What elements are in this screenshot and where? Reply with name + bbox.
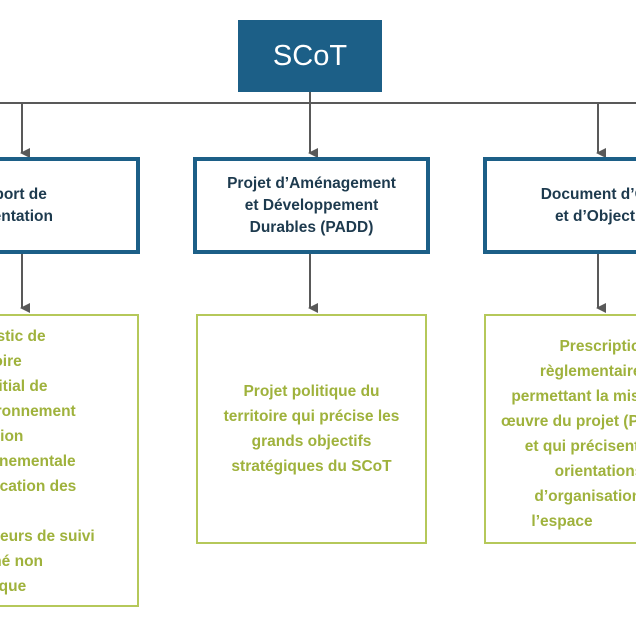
- rapport-detail-line-9: Indicateurs de suivi: [0, 528, 95, 545]
- rapport-detail-line-4: l’environnement: [0, 403, 76, 420]
- padd-detail-line-3: grands objectifs: [251, 433, 372, 450]
- padd-title-line-2: et Développement: [244, 196, 379, 214]
- padd-title-line-3: Durables (PADD): [249, 218, 374, 236]
- padd-detail-line-2: territoire qui précise les: [223, 408, 400, 425]
- doo-detail-line-7: d’organisation de: [534, 488, 636, 505]
- doo-title-line-2: et d’Objectifs (DOO): [554, 208, 636, 225]
- rapport-detail-line-1: Diagnostic de: [0, 328, 46, 345]
- rapport-detail-line-6: environnementale: [0, 453, 76, 470]
- doo-box: Document d’Orientation et d’Objectifs (D…: [483, 157, 636, 254]
- rapport-title-line-2: Présentation: [0, 208, 53, 225]
- doo-detail-line-1: Prescriptions: [559, 338, 636, 355]
- doo-detail-line-5: et qui précisent les: [524, 438, 636, 455]
- doo-detail-line-4: œuvre du projet (PADD): [501, 413, 636, 430]
- doo-detail-box: Prescriptions règlementaires permettant …: [484, 314, 636, 544]
- padd-detail-line-4: stratégiques du SCoT: [231, 458, 392, 475]
- doo-detail-line-6: orientations: [554, 463, 636, 480]
- root-node-scot: SCoT: [238, 20, 382, 92]
- rapport-title-line-1: Rapport de: [0, 186, 47, 203]
- doo-detail-line-8: l’espace: [531, 513, 593, 530]
- rapport-detail-line-8: choix: [0, 499, 137, 524]
- padd-detail-box: Projet politique du territoire qui préci…: [196, 314, 427, 544]
- padd-detail-line-1: Projet politique du: [243, 383, 380, 400]
- doo-title-line-1: Document d’Orientation: [540, 186, 636, 203]
- rapport-detail-box: Diagnostic de territoire État initial de…: [0, 314, 139, 607]
- root-label: SCoT: [272, 39, 348, 72]
- rapport-detail-line-2: territoire: [0, 353, 22, 370]
- doo-detail-line-3: permettant la mise en: [511, 388, 636, 405]
- rapport-detail-line-10: Résumé non: [0, 553, 44, 570]
- rapport-detail-line-11: technique: [0, 578, 27, 595]
- padd-title-line-1: Projet d’Aménagement: [227, 174, 396, 192]
- padd-box: Projet d’Aménagement et Développement Du…: [193, 157, 430, 254]
- rapport-detail-line-3: État initial de: [0, 378, 48, 395]
- rapport-presentation-box: Rapport de Présentation: [0, 157, 140, 254]
- rapport-detail-line-7: Justification des: [0, 478, 77, 495]
- rapport-detail-line-5: Évaluation: [0, 428, 24, 445]
- doo-detail-line-2: règlementaires: [539, 363, 636, 380]
